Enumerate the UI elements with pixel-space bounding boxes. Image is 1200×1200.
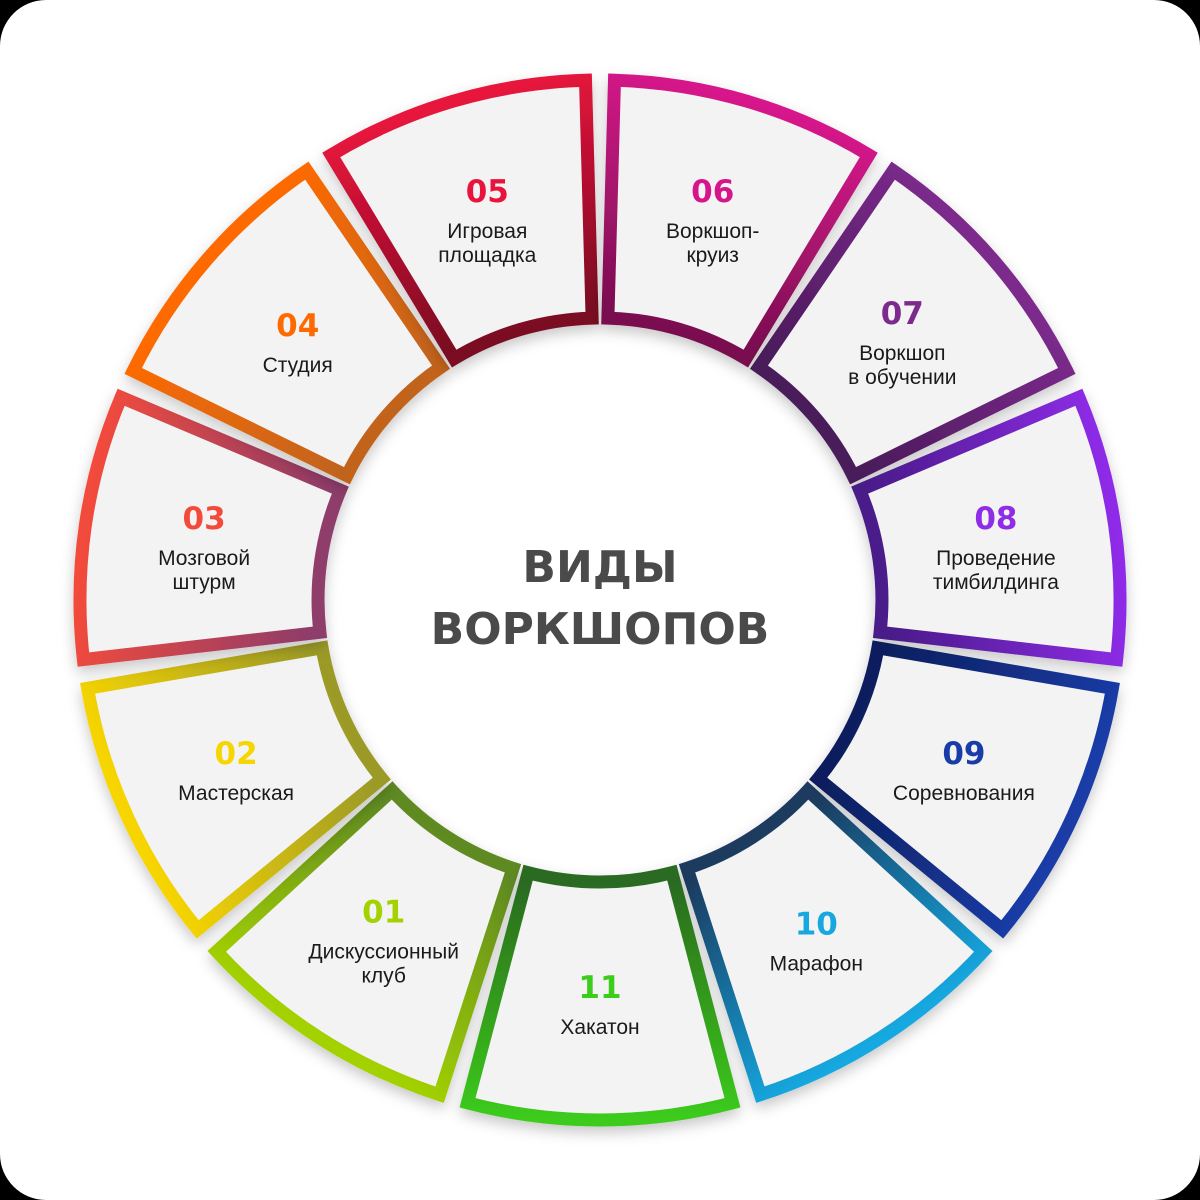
segment-number: 11: [578, 970, 621, 1006]
segment-label: Воркшоп-: [666, 220, 759, 243]
segment-number: 05: [466, 174, 509, 210]
segment-label: тимбилдинга: [933, 571, 1059, 594]
segment-label: Хакатон: [560, 1016, 639, 1039]
segment-number: 04: [276, 308, 319, 344]
segment-number: 01: [362, 895, 405, 931]
segment-number: 10: [795, 907, 838, 943]
segment-shape: [678, 781, 993, 1103]
segment-shape: [809, 640, 1120, 939]
segments-layer: 01Дискуссионныйклуб02Мастерская03Мозгово…: [73, 73, 1127, 1127]
segment-label: Мозговой: [158, 547, 250, 570]
segment-shape: [73, 388, 349, 667]
segment-label: клуб: [361, 965, 405, 988]
segment-shape: [749, 161, 1076, 485]
segment-label: круиз: [686, 244, 739, 267]
segment-label: Игровая: [447, 220, 527, 243]
segment-number: 09: [942, 736, 985, 772]
segment-shape: [124, 161, 451, 485]
segment-number: 03: [183, 501, 226, 537]
segment-label: Марафон: [770, 953, 863, 976]
segment-shape: [207, 781, 522, 1103]
segment-label: штурм: [173, 571, 236, 594]
segment-shape: [80, 640, 391, 939]
segment-label: Воркшоп: [859, 342, 945, 365]
segment-number: 08: [974, 501, 1017, 537]
segment-label: в обучении: [848, 366, 956, 389]
segment-label: Дискуссионный: [308, 941, 459, 964]
segment-number: 02: [215, 736, 258, 772]
segment-label: Студия: [263, 354, 333, 377]
segment-label: Проведение: [936, 547, 1056, 570]
segment-shape: [851, 388, 1127, 667]
center-title: ВИДЫ ВОРКШОПОВ: [431, 542, 770, 655]
segment-shape: [322, 73, 599, 368]
segment-shape: [601, 73, 878, 368]
center-title-line2: ВОРКШОПОВ: [431, 604, 770, 655]
segment-label: площадка: [438, 244, 536, 267]
segment-label: Соревнования: [893, 782, 1035, 805]
segment-shape: [459, 864, 741, 1127]
segment-label: Мастерская: [178, 782, 294, 805]
segment-number: 07: [881, 296, 924, 332]
center-title-line1: ВИДЫ: [522, 542, 677, 593]
segment-number: 06: [691, 174, 734, 210]
